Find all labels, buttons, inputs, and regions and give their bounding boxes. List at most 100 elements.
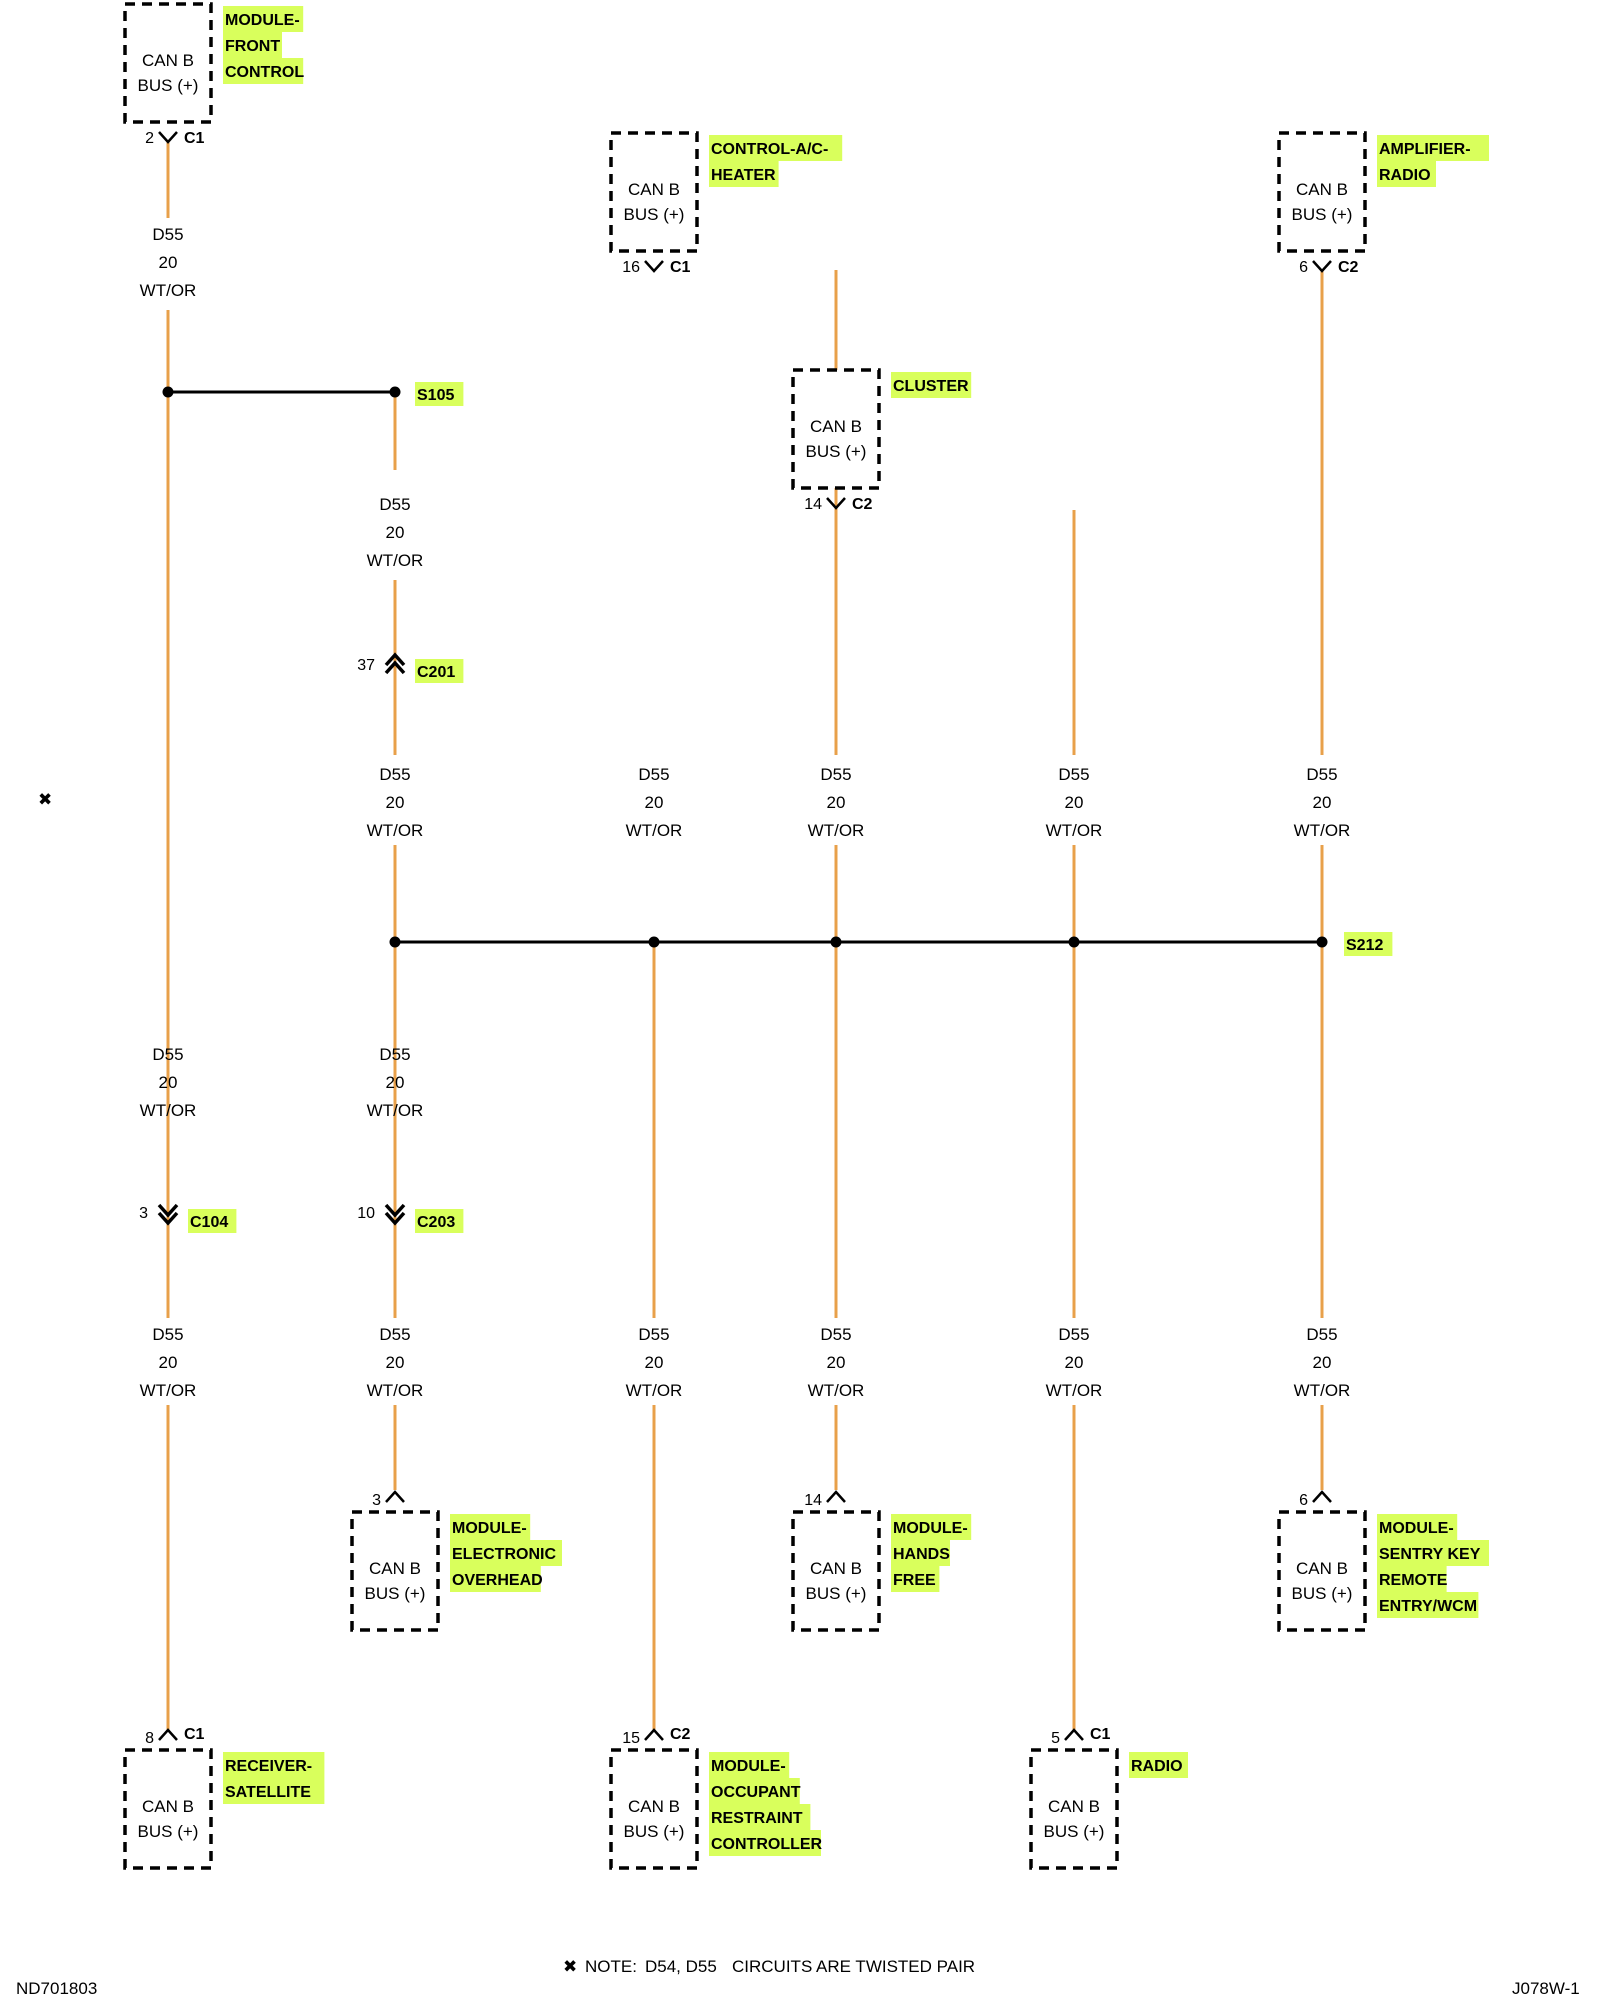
module-electronic-overhead-label-highlight [450, 1566, 541, 1592]
note-circuits: D54, D55 [645, 1957, 717, 1976]
module-sentry-key-label-highlight [1377, 1540, 1489, 1566]
label-layer: D5520WT/ORD5520WT/ORD5520WT/ORD5520WT/OR… [139, 6, 1489, 1856]
twisted-pair-marker: ✖ [38, 790, 52, 809]
module-occupant-restraint-label-highlight [709, 1778, 800, 1804]
module-occupant-restraint-box-line1: CAN B [628, 1797, 680, 1816]
wire-label-circuit: D55 [1306, 1325, 1337, 1344]
wire-label-gauge: 20 [159, 1353, 178, 1372]
module-occupant-restraint-box [609, 1748, 699, 1870]
receiver-satellite-terminal-icon [158, 1728, 178, 1741]
module-electronic-overhead-box-line1: CAN B [369, 1559, 421, 1578]
wire-label-color: WT/OR [626, 821, 683, 840]
radio-label-highlight [1129, 1752, 1188, 1778]
module-sentry-key-label-text: ENTRY/WCM [1379, 1598, 1477, 1615]
receiver-satellite-label-highlight [223, 1752, 325, 1778]
wire-label-circuit: D55 [379, 1325, 410, 1344]
amplifier-radio-connector: C2 [1338, 259, 1359, 276]
wire-label-circuit: D55 [638, 765, 669, 784]
module-occupant-restraint-label-text: MODULE- [711, 1758, 786, 1775]
cluster-box [791, 368, 881, 490]
module-electronic-overhead-box-line2: BUS (+) [365, 1584, 426, 1603]
control-ac-heater-box-line2: BUS (+) [624, 205, 685, 224]
wire-label-color: WT/OR [140, 1101, 197, 1120]
module-sentry-key-box [1277, 1510, 1367, 1632]
control-ac-heater-label-highlight [709, 161, 779, 187]
splice-dot [830, 936, 842, 948]
wire-label-color: WT/OR [140, 281, 197, 300]
radio-box-line2: BUS (+) [1044, 1822, 1105, 1841]
inline-connector-name: C203 [417, 1214, 455, 1231]
module-front-control-label-text: MODULE- [225, 12, 300, 29]
module-front-control-label-highlight [223, 6, 304, 32]
amplifier-radio-label-highlight [1377, 161, 1436, 187]
cluster-connector: C2 [852, 496, 873, 513]
amplifier-radio-box-line2: BUS (+) [1292, 205, 1353, 224]
radio-pin: 5 [1051, 1730, 1060, 1747]
module-occupant-restraint-label-text: RESTRAINT [711, 1810, 803, 1827]
splice-label-s105-highlight [415, 382, 464, 406]
wire-label-circuit: D55 [152, 1045, 183, 1064]
module-electronic-overhead-label-text: MODULE- [452, 1520, 527, 1537]
wire-label-circuit: D55 [638, 1325, 669, 1344]
wire-label-color: WT/OR [808, 1381, 865, 1400]
wire-label-circuit: D55 [1058, 1325, 1089, 1344]
wire-label-gauge: 20 [1065, 1353, 1084, 1372]
wire-label-circuit: D55 [379, 765, 410, 784]
inline-connector-pin: 10 [357, 1205, 375, 1222]
module-hands-free-box [791, 1510, 881, 1632]
receiver-satellite-box-line2: BUS (+) [138, 1822, 199, 1841]
module-occupant-restraint-pin: 15 [622, 1730, 640, 1747]
wire-label-gauge: 20 [1313, 793, 1332, 812]
module-occupant-restraint-label-text: CONTROLLER [711, 1836, 823, 1853]
module-electronic-overhead-box [350, 1510, 440, 1632]
cluster-box-line1: CAN B [810, 417, 862, 436]
radio-terminal-icon [1064, 1728, 1084, 1741]
wire-label-gauge: 20 [827, 1353, 846, 1372]
wire-label-color: WT/OR [808, 821, 865, 840]
receiver-satellite-box-line1: CAN B [142, 1797, 194, 1816]
control-ac-heater-label-highlight [709, 135, 843, 161]
wire-label-color: WT/OR [367, 1101, 424, 1120]
module-hands-free-label-text: FREE [893, 1572, 936, 1589]
inline-connector-name-highlight [415, 1209, 464, 1233]
splice-dot [1068, 936, 1080, 948]
wire-label-gauge: 20 [1065, 793, 1084, 812]
wire-label-color: WT/OR [1046, 821, 1103, 840]
module-front-control-terminal-icon [158, 131, 178, 144]
receiver-satellite-label-highlight [223, 1778, 325, 1804]
amplifier-radio-box [1277, 131, 1367, 253]
radio-label-text: RADIO [1131, 1758, 1183, 1775]
splice-dot [389, 936, 401, 948]
wire-label-circuit: D55 [379, 1045, 410, 1064]
wire-label-circuit: D55 [1306, 765, 1337, 784]
module-hands-free-label-highlight [891, 1514, 972, 1540]
wire-label-gauge: 20 [827, 793, 846, 812]
inline-connector-icon [384, 660, 406, 675]
splice-dot [1316, 936, 1328, 948]
splice-label-s105: S105 [417, 387, 454, 404]
module-sentry-key-box-line2: BUS (+) [1292, 1584, 1353, 1603]
module-hands-free-label-text: HANDS [893, 1546, 950, 1563]
cluster-terminal-icon [826, 497, 846, 510]
receiver-satellite-label-text: RECEIVER- [225, 1758, 312, 1775]
control-ac-heater-pin: 16 [622, 259, 640, 276]
splice-dot [648, 936, 660, 948]
module-occupant-restraint-label-highlight [709, 1804, 811, 1830]
module-occupant-restraint-box-line2: BUS (+) [624, 1822, 685, 1841]
wire-label-circuit: D55 [152, 1325, 183, 1344]
page-id: J078W-1 [1512, 1979, 1580, 1998]
splice-label-s212: S212 [1346, 937, 1383, 954]
drawing-id: ND701803 [16, 1979, 97, 1998]
module-front-control-box-line2: BUS (+) [138, 76, 199, 95]
wire-label-color: WT/OR [367, 1381, 424, 1400]
note-prefix: NOTE: [585, 1957, 637, 1976]
amplifier-radio-pin: 6 [1299, 259, 1308, 276]
radio-box-line1: CAN B [1048, 1797, 1100, 1816]
inline-connector-name: C201 [417, 664, 455, 681]
module-sentry-key-box-line1: CAN B [1296, 1559, 1348, 1578]
inline-connector-name: C104 [190, 1214, 228, 1231]
cluster-label-text: CLUSTER [893, 378, 969, 395]
wire-label-gauge: 20 [645, 1353, 664, 1372]
module-front-control-connector: C1 [184, 130, 205, 147]
